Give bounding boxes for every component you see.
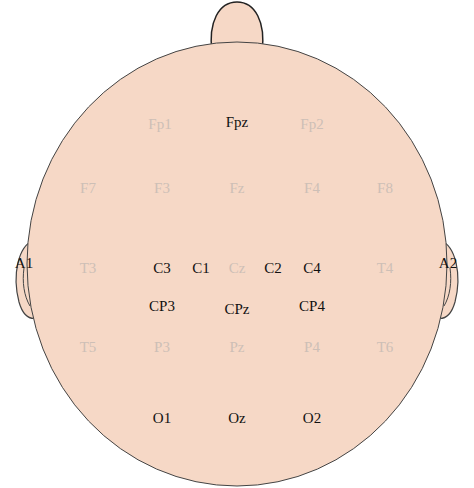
- electrode-label: C4: [303, 261, 321, 276]
- electrode-label: T4: [377, 261, 394, 276]
- electrode-label: F3: [154, 181, 170, 196]
- electrode-label: F7: [80, 181, 96, 196]
- electrode-label: CP3: [149, 299, 175, 314]
- electrode-label: O1: [153, 411, 171, 426]
- electrode-label: F8: [377, 181, 393, 196]
- electrode-label: O2: [303, 411, 321, 426]
- electrode-label: C2: [264, 261, 282, 276]
- electrode-label: Fz: [230, 181, 245, 196]
- electrode-label: A2: [439, 256, 457, 271]
- electrode-label: T5: [80, 340, 97, 355]
- electrode-label: C1: [192, 261, 210, 276]
- electrode-label: P4: [304, 340, 320, 355]
- electrode-label: Fpz: [226, 115, 249, 130]
- electrode-label: Oz: [228, 411, 246, 426]
- electrode-label: Fp1: [148, 117, 171, 132]
- electrode-label: C3: [153, 261, 171, 276]
- head: [27, 42, 447, 486]
- electrode-label: Fp2: [300, 117, 323, 132]
- electrode-label: CPz: [224, 302, 249, 317]
- electrode-label: Pz: [230, 340, 245, 355]
- electrode-label: A1: [15, 256, 33, 271]
- electrode-label: P3: [154, 340, 170, 355]
- electrode-label: CP4: [299, 299, 325, 314]
- electrode-label: Cz: [229, 261, 246, 276]
- electrode-label: T3: [80, 261, 97, 276]
- electrode-label: F4: [304, 181, 320, 196]
- electrode-label: T6: [377, 340, 394, 355]
